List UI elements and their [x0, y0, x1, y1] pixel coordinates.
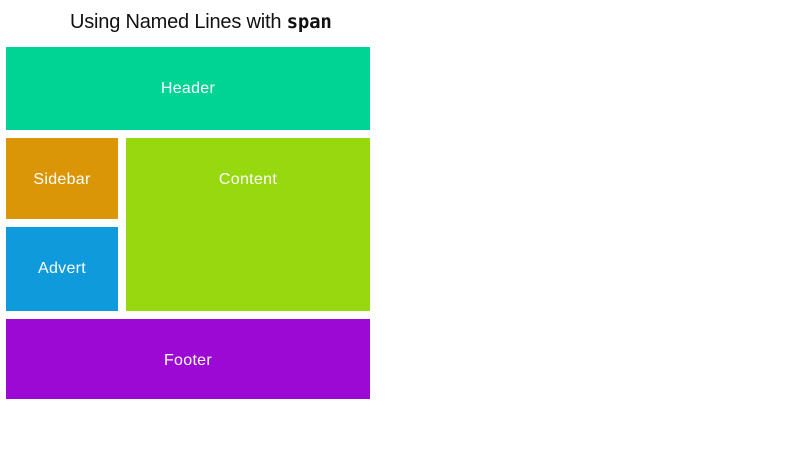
grid-area-header: Header — [6, 47, 370, 130]
page-title-code-span: span — [286, 11, 332, 33]
grid-area-sidebar: Sidebar — [6, 138, 118, 219]
grid-area-footer: Footer — [6, 319, 370, 399]
grid-area-advert: Advert — [6, 227, 118, 311]
grid-layout-demo: Header Sidebar Content Advert Footer — [6, 47, 370, 399]
page-title-text: Using Named Lines with — [70, 11, 287, 33]
grid-area-content: Content — [126, 138, 370, 311]
page-title: Using Named Lines with span — [70, 11, 332, 34]
